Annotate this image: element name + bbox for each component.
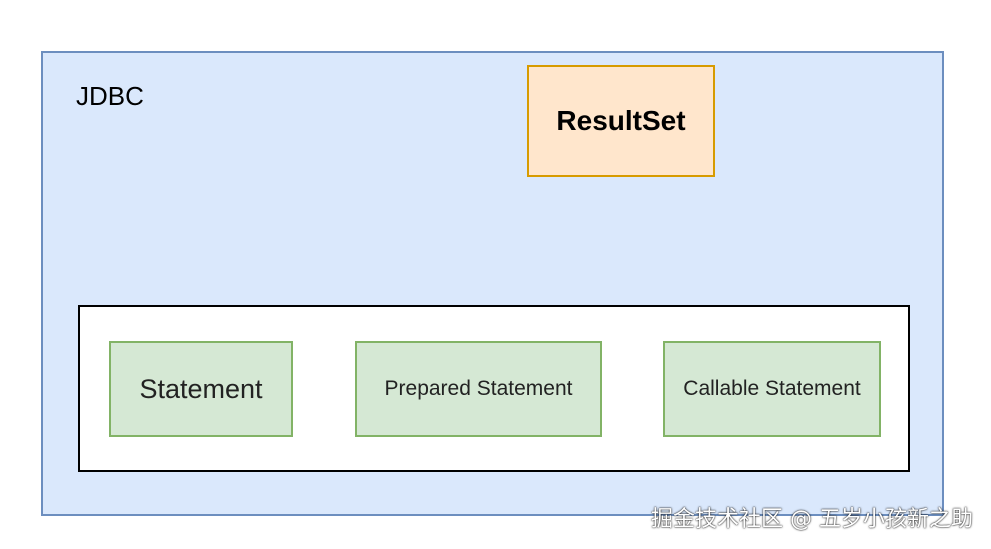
statement-box: Statement <box>109 341 293 437</box>
callable-statement-box: Callable Statement <box>663 341 881 437</box>
resultset-box: ResultSet <box>527 65 715 177</box>
watermark-text: 掘金技术社区 @ 五岁小孩新之助 <box>651 507 973 532</box>
prepared-statement-box: Prepared Statement <box>355 341 602 437</box>
jdbc-label: JDBC <box>76 81 144 111</box>
